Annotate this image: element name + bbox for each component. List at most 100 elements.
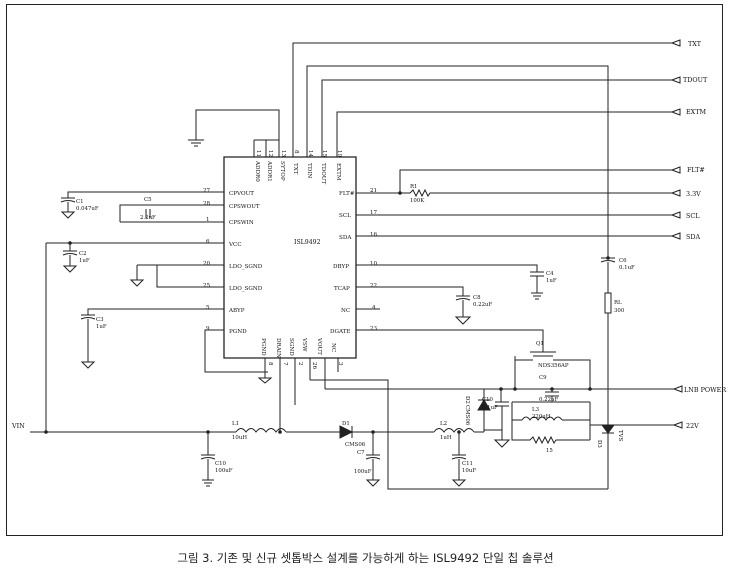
pin-num-tdout: 15	[321, 150, 327, 158]
pin-label-cpvout: CPVOUT	[229, 191, 254, 197]
top-pins: 11 ADDR0 12 ADDR1 13 SYTOP 8 TXT 14 TDIN…	[254, 150, 342, 185]
d1-value: CMS06	[345, 442, 366, 448]
pin-num-pgnd-bottom: 8	[267, 362, 273, 366]
pin-label-pgnd-bottom: PGND	[260, 338, 266, 356]
q1-ref: Q1	[536, 341, 544, 347]
pin-num-flt: 21	[370, 188, 377, 194]
c11-ref: C11	[462, 461, 473, 467]
pin-num-dgate: 23	[370, 326, 378, 332]
lnb-terminal	[674, 386, 682, 392]
tvs-branch	[601, 258, 615, 489]
pin-label-vcc: VCC	[228, 242, 242, 248]
flt-terminal	[672, 167, 680, 173]
v33-terminal	[672, 190, 680, 196]
pin-label-addr0: ADDR0	[254, 160, 260, 182]
c4-ref: C4	[546, 271, 554, 277]
pin-label-drain: DRAIN	[275, 338, 281, 358]
net-label-sda: SDA	[686, 233, 701, 241]
pin-num-sytop: 13	[280, 150, 286, 158]
rl-value: 300	[614, 308, 625, 314]
junction-dots	[44, 191, 610, 434]
d3-value: TVS	[617, 430, 623, 441]
scl-terminal	[672, 212, 680, 218]
pin-num-dbyp: 10	[370, 261, 378, 267]
right-pins: FLT# 21 SCL 17 SDA 16 DBYP 10 TCAP 22 NC…	[330, 188, 378, 335]
pin-num-addr0: 11	[255, 150, 261, 157]
c10b-ref: C10	[482, 397, 494, 403]
l1-ref: L1	[232, 421, 239, 427]
c2-value: 1uF	[79, 258, 90, 264]
v22-terminal	[674, 422, 682, 428]
q1-mosfet	[515, 346, 590, 389]
net-label-flt: FLT#	[687, 166, 705, 174]
pin-label-extm: EXTM	[335, 163, 341, 181]
pin-label-sgnd: SGND	[288, 338, 294, 356]
c3-value: 1uF	[96, 324, 107, 330]
c9-ref: C9	[539, 375, 547, 381]
c10b-value: 0.1uF	[482, 405, 498, 411]
pin-num-cpswout: 28	[203, 201, 211, 207]
d3-ref: D3	[596, 440, 602, 448]
c8-value: 0.22uF	[473, 302, 492, 308]
pin-num-nc-right: 4	[372, 305, 376, 311]
l3-ref: L3	[532, 407, 540, 413]
pin-label-dbyp: DBYP	[333, 264, 349, 270]
lnb-power-path	[501, 389, 674, 443]
c10-ref: C10	[215, 461, 227, 467]
pin-num-tcap: 22	[370, 283, 378, 289]
pin-label-cpswout: CPSWOUT	[229, 204, 260, 210]
left-side-wires	[46, 192, 268, 432]
bottom-wires	[30, 358, 608, 489]
pin-label-vsw: VSW	[301, 337, 307, 352]
pin-label-nc-right: NC	[341, 308, 350, 314]
pin-num-tdin: 14	[307, 150, 313, 158]
rl-ref: RL	[614, 300, 622, 306]
pin-label-tdin: TDIN	[306, 163, 312, 178]
tdout-terminal	[672, 77, 680, 83]
pin-label-vout: VOUT	[316, 337, 322, 355]
c6-value: 0.1uF	[619, 265, 635, 271]
pin-label-tcap: TCAP	[334, 286, 350, 292]
pin-label-pgnd: PGND	[229, 329, 247, 335]
bottom-pins: PGND 8 DRAIN 7 SGND VSW 2 VOUT 26 NC 3	[260, 337, 343, 370]
c1-value: 0.047uF	[76, 206, 99, 212]
r1-ref: R1	[410, 184, 418, 190]
c4-value: 1uF	[546, 278, 557, 284]
figure-caption: 그림 3. 기존 및 신규 셋톱박스 설계를 가능하게 하는 ISL9492 단…	[177, 551, 554, 565]
c7-value: 100uF	[354, 469, 372, 475]
l2-value: 1uH	[440, 435, 452, 441]
net-label-v22: 22V	[686, 422, 699, 430]
chip-name: ISL9492	[294, 239, 321, 246]
pin-num-scl: 17	[370, 210, 378, 216]
q1-value: NDS356AP	[538, 363, 569, 369]
right-side-wires	[356, 170, 672, 346]
c5-ref: C5	[144, 197, 152, 203]
pin-num-nc-bottom: 3	[337, 362, 343, 366]
pin-label-dgate: DGATE	[330, 329, 351, 335]
net-label-txt: TXT	[688, 40, 702, 48]
c5-value: 2.2nF	[140, 215, 156, 221]
diagram-frame	[6, 4, 723, 536]
pin-label-sda: SDA	[339, 235, 352, 241]
c7-ref: C7	[357, 450, 365, 456]
net-labels: TXT TDOUT EXTM FLT# 3.3V SCL SDA LNB POW…	[11, 40, 726, 430]
l3-value: 220uH	[532, 414, 551, 420]
d2-ref: D2	[464, 396, 470, 404]
pin-label-tdout: TDOUT	[320, 163, 326, 185]
pin-label-cpswin: CPSWIN	[229, 220, 254, 226]
d1-ref: D1	[342, 421, 350, 427]
net-label-v33: 3.3V	[686, 190, 701, 198]
extm-terminal	[672, 109, 680, 115]
pin-num-txt: 8	[293, 150, 299, 154]
pin-label-ldo-sgnd-20: LDO_SGND	[229, 264, 263, 270]
pin-num-extm: 19	[336, 150, 342, 158]
c2-ref: C2	[79, 251, 87, 257]
c3-ref: C3	[96, 317, 104, 323]
sda-terminal	[672, 233, 680, 239]
pin-label-ldo-sgnd-25: LDO_SGND	[229, 286, 263, 292]
c1-ref: C1	[76, 199, 84, 205]
pin-label-flt: FLT#	[339, 191, 355, 197]
pin-label-sytop: SYTOP	[279, 161, 285, 181]
r1-value: 100K	[410, 198, 425, 204]
net-label-vin: VIN	[11, 422, 25, 430]
